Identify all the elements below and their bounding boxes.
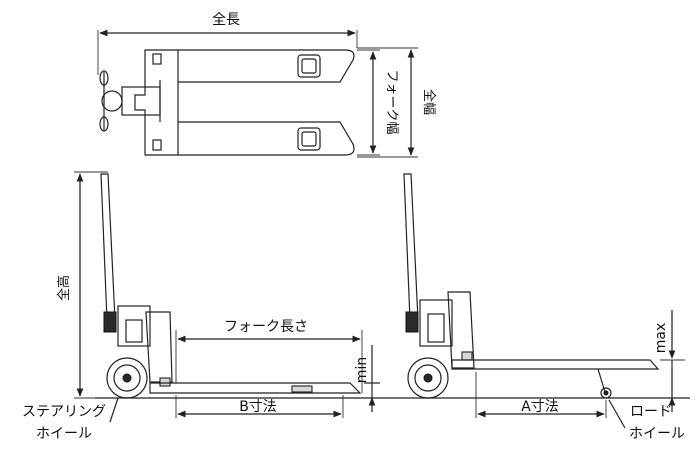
side-view-raised: max A寸法 ロード ホイール	[403, 173, 685, 442]
overall-length-label: 全長	[212, 11, 240, 28]
b-dim-label: B寸法	[239, 399, 277, 415]
chassis-bolt-top	[152, 53, 162, 65]
load-roller-lower	[297, 127, 321, 151]
overall-height-label: 全高	[56, 275, 72, 301]
steering-wheel-right-hub	[423, 373, 433, 383]
chassis-foot-left	[159, 377, 171, 387]
fork-roller-left	[291, 385, 313, 393]
handle-grip-top	[99, 70, 109, 86]
load-wheel-hub	[603, 390, 609, 396]
steering-wheel-label-2: ホイール	[36, 426, 92, 442]
fork-width-label: フォーク幅	[384, 69, 399, 134]
chassis-bolt-bottom	[152, 139, 162, 151]
a-dim-label: A寸法	[521, 399, 559, 415]
handle-side-left	[100, 173, 116, 321]
load-wheel-label-1: ロード	[630, 404, 672, 420]
pump-inner-right	[427, 313, 445, 343]
min-label: min	[354, 357, 370, 383]
handle-side-right	[403, 173, 419, 321]
fork-lower-top	[178, 121, 355, 156]
top-view: 全長 フォーク幅 全幅	[97, 11, 437, 158]
chassis-side-left	[145, 311, 173, 383]
fork-length-label: フォーク長さ	[224, 319, 308, 335]
pump-housing-right	[419, 299, 453, 347]
load-wheel	[600, 387, 612, 399]
load-wheel-label-2: ホイール	[629, 426, 685, 442]
overall-width-label: 全幅	[421, 89, 437, 115]
chassis-foot-right	[461, 351, 473, 361]
load-callout-leader	[608, 399, 626, 429]
steering-wheel-rim	[113, 364, 141, 392]
side-view-lowered: 全高 フォーク長さ min B寸法 ステアリング ホイール	[22, 171, 380, 442]
load-roller-upper	[297, 54, 321, 78]
pump-cylinder-left	[103, 311, 117, 333]
pump-housing-left	[117, 305, 151, 347]
steering-wheel-hub	[122, 373, 132, 383]
load-roller-upper-inner	[301, 58, 317, 74]
fork-side-right	[451, 359, 660, 370]
pump-cylinder-right	[405, 311, 419, 333]
steering-wheel-right-rim	[414, 364, 442, 392]
chassis-side-right	[447, 291, 475, 369]
steering-callout-leader	[109, 397, 119, 423]
pump-block-top	[121, 86, 161, 116]
fork-side-left	[149, 382, 362, 394]
chassis-top	[134, 49, 179, 156]
handle-hub-top	[101, 90, 123, 112]
max-label: max	[653, 323, 669, 354]
steering-wheel-right	[407, 357, 449, 399]
pump-inner-left	[125, 319, 143, 343]
steering-wheel-label-1: ステアリング	[22, 404, 106, 420]
fork-upper-top	[178, 49, 355, 83]
load-roller-lower-inner	[301, 131, 317, 147]
handle-grip-bottom	[99, 116, 109, 132]
